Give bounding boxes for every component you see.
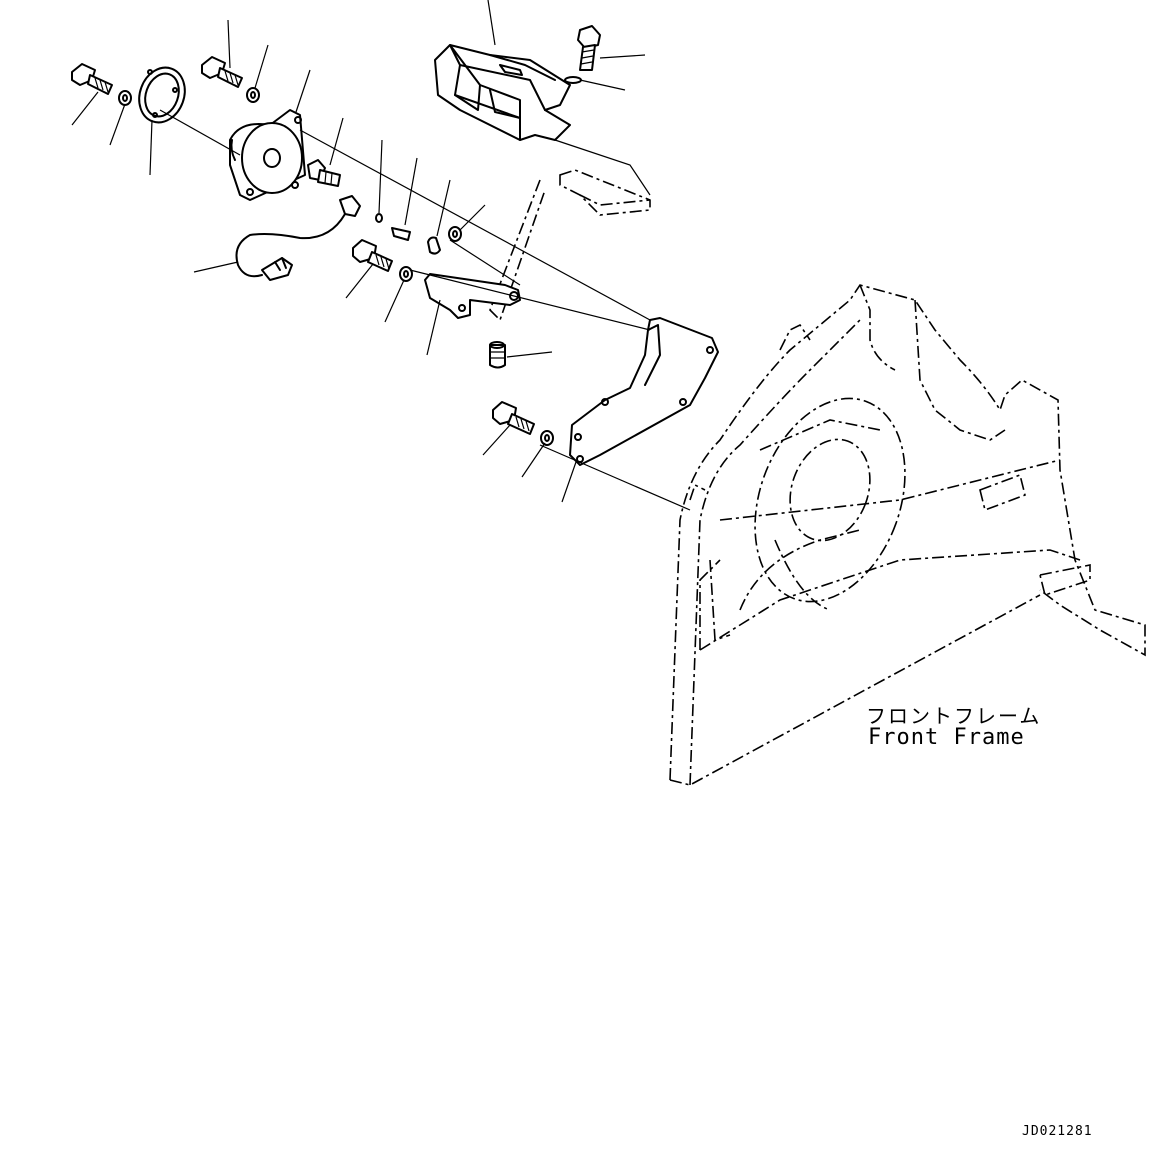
bolt-horn-top [201, 56, 243, 88]
bolt-bracket-top [577, 25, 601, 71]
bolt-horn-mount [307, 159, 341, 187]
connector-and-harness [235, 195, 361, 281]
front-frame-outline [669, 284, 1146, 786]
leader-lines [71, 0, 646, 503]
horn-unit [229, 109, 306, 201]
bolt-mid-left [352, 239, 393, 272]
horn-cover-disk [138, 66, 186, 124]
assembly-center-lines [159, 109, 691, 511]
small-bracket [424, 273, 521, 319]
bolt-left-top [71, 63, 113, 95]
mount-pad-phantom [489, 169, 651, 322]
collar-and-pin [391, 227, 506, 369]
front-frame-label-english: Front Frame [868, 725, 1025, 750]
horn-bracket-box [434, 44, 571, 141]
drawing-code: JD021281 [1022, 1124, 1093, 1139]
main-plate-bracket [569, 317, 719, 466]
washers [118, 76, 582, 446]
bolt-bottom [492, 401, 535, 435]
front-frame-label-japanese: フロントフレーム [866, 704, 1042, 728]
